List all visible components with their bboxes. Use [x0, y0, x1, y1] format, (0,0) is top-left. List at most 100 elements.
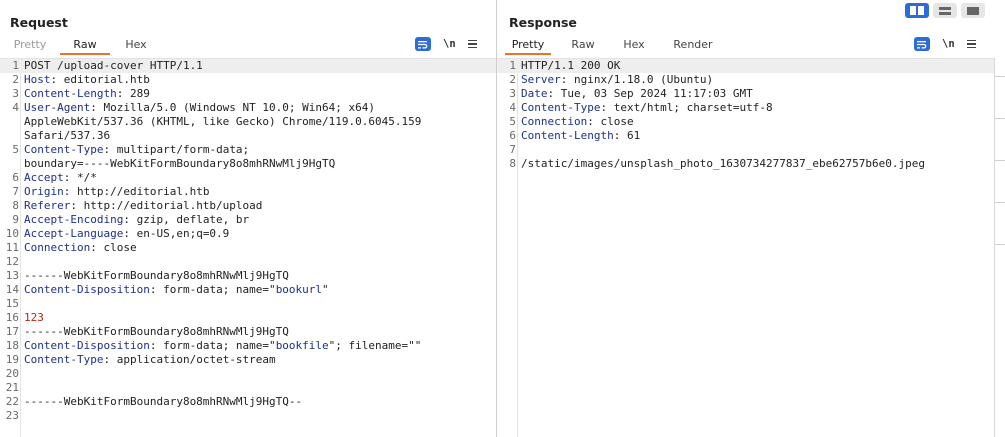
code-line: 7	[497, 143, 994, 157]
line-text: Content-Length: 61	[521, 129, 640, 143]
text-segment: : close	[90, 241, 137, 254]
text-segment: : close	[587, 115, 634, 128]
line-text: Content-Disposition: form-data; name="bo…	[24, 283, 329, 297]
line-number: 8	[509, 157, 516, 170]
text-segment: : multipart/form-data;	[103, 143, 250, 156]
line-text: /static/images/unsplash_photo_1630734277…	[521, 157, 925, 171]
request-tab-pretty[interactable]: Pretty	[13, 38, 47, 51]
line-number: 9	[12, 213, 19, 226]
line-number: 18	[5, 339, 19, 352]
line-number: 11	[5, 241, 19, 254]
text-segment: : 61	[613, 129, 641, 142]
hamburger-menu-icon[interactable]	[467, 39, 477, 49]
line-text: AppleWebKit/537.36 (KHTML, like Gecko) C…	[24, 115, 421, 129]
code-line: 16 123	[0, 311, 496, 325]
request-tools: \n	[415, 36, 477, 52]
text-segment: : text/html; charset=utf-8	[600, 101, 773, 114]
code-line: 3 Date: Tue, 03 Sep 2024 11:17:03 GMT	[497, 87, 994, 101]
line-text: 123	[24, 311, 44, 325]
text-segment: HTTP/1.1 200 OK	[521, 59, 621, 72]
line-number: 3	[509, 87, 516, 100]
text-segment: Safari/537.36	[24, 129, 111, 142]
header-name: Connection	[24, 241, 91, 254]
pane-divider[interactable]	[496, 0, 497, 437]
text-segment: : Mozilla/5.0 (Windows NT 10.0; Win64; x…	[90, 101, 376, 114]
code-line: 13------WebKitFormBoundary8o8mhRNwMlj9Hg…	[0, 269, 496, 283]
line-number: 17	[5, 325, 19, 338]
single-pane-icon[interactable]	[961, 3, 985, 18]
line-text: boundary=----WebKitFormBoundary8o8mhRNwM…	[24, 157, 335, 171]
layout-toggle	[905, 3, 985, 18]
line-text: Accept: */*	[24, 171, 97, 185]
header-name: Content-Disposition	[24, 283, 150, 296]
response-tab-hex[interactable]: Hex	[623, 38, 645, 51]
code-line: 12	[0, 255, 496, 269]
newline-toggle[interactable]: \n	[942, 38, 955, 50]
header-name: Server	[521, 73, 561, 86]
text-segment: ------WebKitFormBoundary8o8mhRNwMlj9HgTQ	[24, 269, 289, 282]
response-tab-raw[interactable]: Raw	[571, 38, 595, 51]
param-name: bookfile	[275, 339, 329, 352]
wrap-lines-icon[interactable]	[914, 37, 930, 51]
line-number: 2	[12, 73, 19, 86]
line-number: 22	[5, 395, 19, 408]
header-name: Accept-Language	[24, 227, 124, 240]
rows-layout-icon[interactable]	[933, 3, 957, 18]
line-text: Content-Length: 289	[24, 87, 150, 101]
text-segment: AppleWebKit/537.36 (KHTML, like Gecko) C…	[24, 115, 422, 128]
request-gutter	[0, 59, 21, 437]
columns-layout-icon[interactable]	[905, 3, 929, 18]
text-segment: : 289	[116, 87, 150, 100]
line-number: 10	[5, 227, 19, 240]
code-line: 11 Connection: close	[0, 241, 496, 255]
text-segment: POST /upload-cover HTTP/1.1	[24, 59, 203, 72]
header-name: Content-Disposition	[24, 339, 150, 352]
line-text: HTTP/1.1 200 OK	[521, 59, 620, 73]
request-tabs: Pretty Raw Hex	[0, 36, 496, 55]
line-text: Connection: close	[521, 115, 634, 129]
line-text: Date: Tue, 03 Sep 2024 11:17:03 GMT	[521, 87, 753, 101]
request-tab-hex[interactable]: Hex	[125, 38, 147, 51]
line-number: 6	[12, 171, 19, 184]
code-line: 6 Accept: */*	[0, 171, 496, 185]
header-name: Accept	[24, 171, 64, 184]
hamburger-menu-icon[interactable]	[966, 39, 976, 49]
newline-toggle[interactable]: \n	[443, 38, 456, 50]
response-tab-pretty[interactable]: Pretty	[505, 36, 551, 55]
text-segment: ------WebKitFormBoundary8o8mhRNwMlj9HgTQ…	[24, 395, 303, 408]
response-tools: \n	[914, 36, 976, 52]
text-segment: : http://editorial.htb	[63, 185, 210, 198]
response-tab-render[interactable]: Render	[673, 38, 713, 51]
wrap-lines-icon[interactable]	[415, 37, 431, 51]
header-name: Content-Type	[24, 353, 104, 366]
request-tab-raw[interactable]: Raw	[60, 36, 110, 55]
line-number: 12	[5, 255, 19, 268]
line-number: 5	[509, 115, 516, 128]
text-segment: "; filename=""	[328, 339, 422, 352]
line-number: 21	[5, 381, 19, 394]
line-text: ------WebKitFormBoundary8o8mhRNwMlj9HgTQ	[24, 325, 289, 339]
text-segment: : gzip, deflate, br	[123, 213, 250, 226]
line-text: Host: editorial.htb	[24, 73, 150, 87]
line-number: 8	[12, 199, 19, 212]
header-name: Content-Type	[521, 101, 601, 114]
code-line: 6 Content-Length: 61	[497, 129, 994, 143]
header-name: Host	[24, 73, 51, 86]
line-number: 16	[5, 311, 19, 324]
line-number: 3	[12, 87, 19, 100]
text-segment: "	[322, 283, 329, 296]
line-number: 6	[509, 129, 516, 142]
